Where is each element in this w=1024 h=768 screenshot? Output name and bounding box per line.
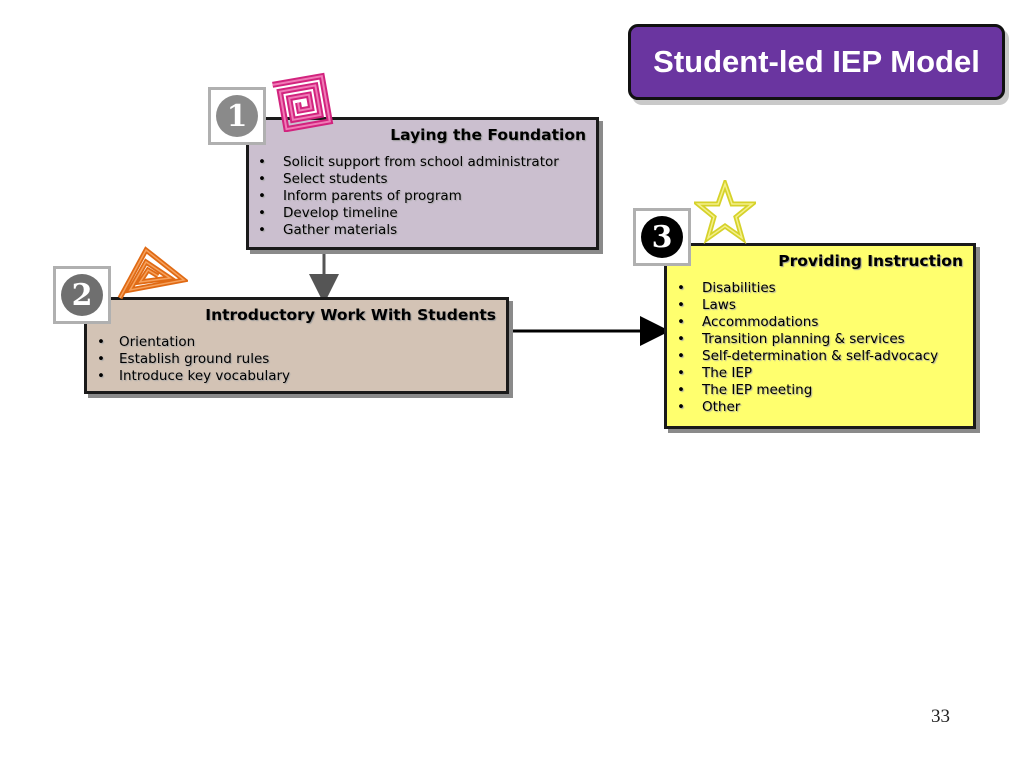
slide-title: Student-led IEP Model — [653, 44, 980, 79]
list-item: Establish ground rules — [87, 351, 290, 368]
step3-box: Providing Instruction Disabilities Laws … — [664, 243, 976, 429]
list-item: The IEP meeting — [667, 382, 938, 399]
list-item: Orientation — [87, 334, 290, 351]
slide-number: 33 — [931, 706, 950, 727]
pink-square-spiral-icon — [272, 72, 334, 132]
step2-number: 2 — [61, 274, 103, 316]
step2-list: Orientation Establish ground rules Intro… — [87, 334, 290, 385]
list-item: Laws — [667, 297, 938, 314]
list-item: Disabilities — [667, 280, 938, 297]
list-item: Select students — [249, 171, 559, 188]
list-item: Transition planning & services — [667, 331, 938, 348]
title-banner: Student-led IEP Model — [628, 24, 1005, 100]
list-item: Introduce key vocabulary — [87, 368, 290, 385]
list-item: Solicit support from school administrato… — [249, 154, 559, 171]
step2-number-badge: 2 — [53, 266, 111, 324]
step1-list: Solicit support from school administrato… — [249, 154, 559, 239]
list-item: Accommodations — [667, 314, 938, 331]
list-item: Inform parents of program — [249, 188, 559, 205]
yellow-star-icon — [694, 180, 756, 244]
list-item: Develop timeline — [249, 205, 559, 222]
step1-number: 1 — [216, 95, 258, 137]
step3-number-badge: 3 — [633, 208, 691, 266]
step2-heading: Introductory Work With Students — [205, 306, 496, 324]
list-item: Other — [667, 399, 938, 416]
orange-triangle-spiral-icon — [117, 246, 188, 300]
step3-heading: Providing Instruction — [778, 252, 963, 270]
step3-number: 3 — [641, 216, 683, 258]
step1-box: Laying the Foundation Solicit support fr… — [246, 117, 599, 250]
step1-number-badge: 1 — [208, 87, 266, 145]
step3-list: Disabilities Laws Accommodations Transit… — [667, 280, 938, 416]
list-item: Self-determination & self-advocacy — [667, 348, 938, 365]
step1-heading: Laying the Foundation — [390, 126, 586, 144]
list-item: The IEP — [667, 365, 938, 382]
step2-box: Introductory Work With Students Orientat… — [84, 297, 509, 394]
list-item: Gather materials — [249, 222, 559, 239]
